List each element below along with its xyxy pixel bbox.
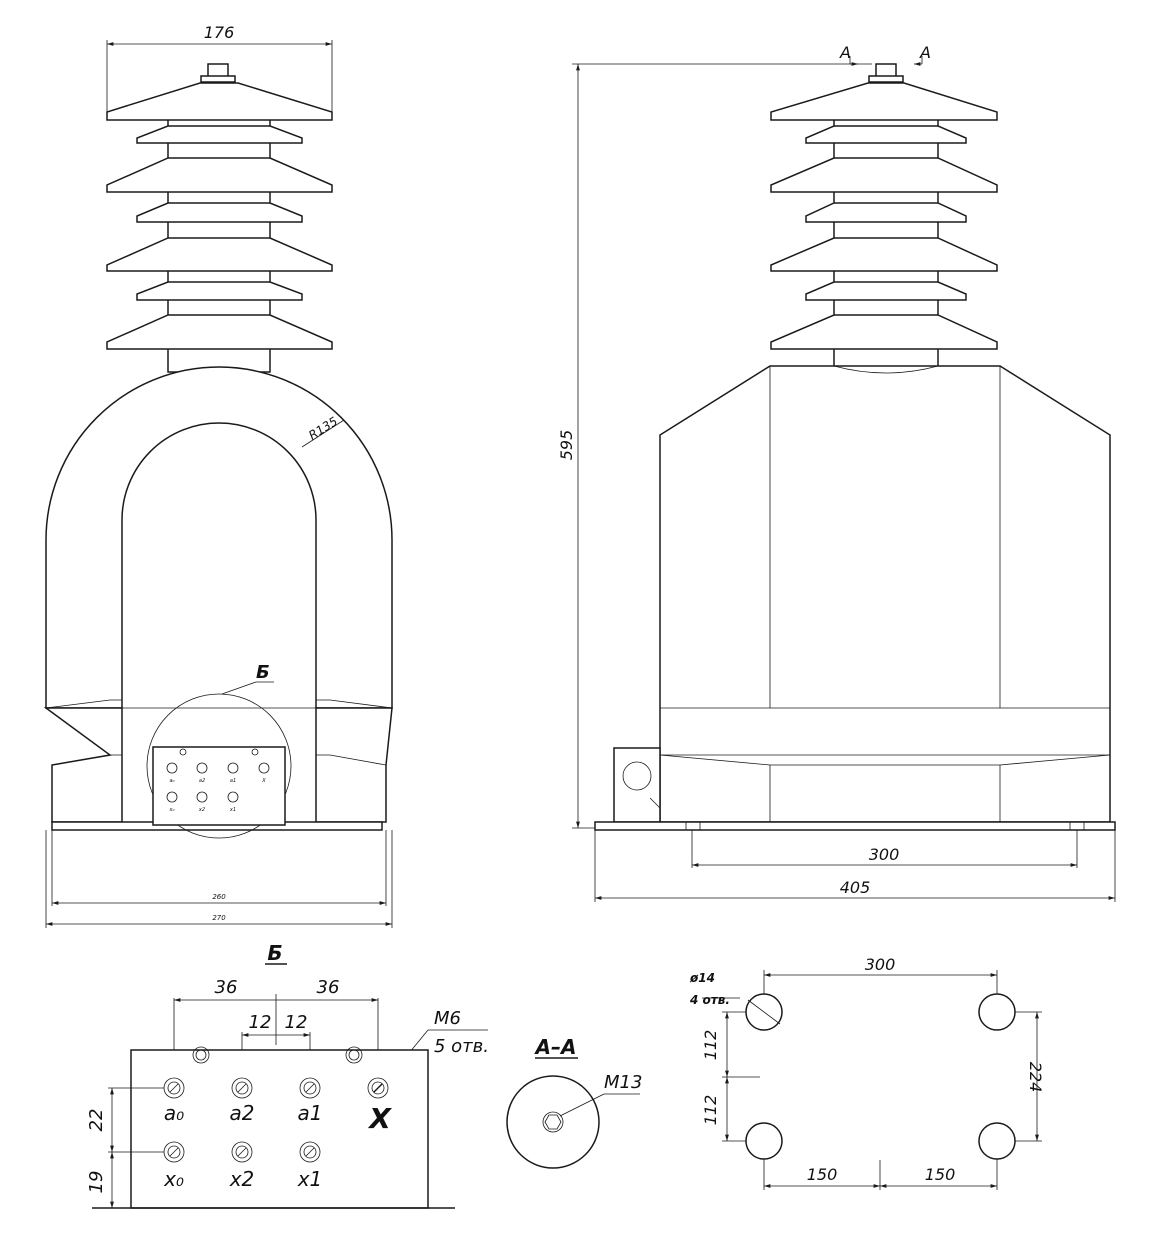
terminal-plate (130, 1049, 429, 1209)
base-plan: ø14 4 отв. 300 112 112 224 150 150 (689, 955, 1045, 1190)
front-terminal-label: x2 (198, 807, 205, 813)
dim-left-36: 36 (215, 977, 238, 998)
detail-marker: Б (256, 662, 270, 683)
shed-small-3 (136, 281, 303, 301)
dim-mount-spacing: 300 (869, 845, 900, 864)
side-shed-large-1 (770, 82, 998, 121)
side-base-plate (594, 821, 1116, 831)
terminal-a2: a2 (230, 1101, 255, 1125)
mount-hole (745, 1122, 783, 1160)
detail-terminals-bottom: x₀ x2 x1 (163, 1141, 323, 1191)
top-terminal-nut (200, 75, 236, 83)
terminal-x1: x1 (297, 1167, 323, 1191)
holes-label: 5 отв. (434, 1036, 489, 1057)
u-housing (45, 366, 393, 709)
lower-body (43, 707, 123, 823)
side-shed-large-2 (770, 157, 998, 193)
dim-base-length: 405 (840, 878, 871, 897)
thread-label: M6 (434, 1008, 461, 1029)
section-aa-circle (506, 1075, 600, 1169)
front-terminal-label: a1 (230, 778, 236, 784)
front-terminal-label: x1 (229, 807, 236, 813)
dim-vertical-22: 22 (86, 1109, 107, 1132)
detail-circle-b (146, 693, 292, 839)
detail-terminals-top: a₀ a2 a1 X (163, 1077, 392, 1135)
shed-large-3 (106, 237, 333, 272)
section-thread-label: M13 (604, 1072, 642, 1093)
dim-right-12: 12 (285, 1012, 308, 1033)
dim-vertical-224: 224 (1026, 1062, 1045, 1093)
terminal-box-front (152, 746, 286, 826)
section-aa: А–А M13 (506, 1035, 642, 1169)
side-shed-large-4 (770, 314, 998, 350)
side-shed-small-3 (805, 281, 967, 301)
lower-body-right (315, 707, 393, 823)
shed-large-4 (106, 314, 333, 350)
dim-vertical-112-bottom: 112 (701, 1095, 720, 1126)
dim-vertical-112-top: 112 (701, 1030, 720, 1061)
shed-large-1 (106, 82, 333, 121)
side-body (659, 365, 1111, 823)
dim-left-12: 12 (249, 1012, 272, 1033)
dim-top-width: 176 (204, 23, 235, 42)
dim-top-300: 300 (865, 955, 896, 974)
dim-vertical-19: 19 (86, 1171, 107, 1194)
section-aa-title: А–А (534, 1035, 577, 1059)
side-shed-large-3 (770, 237, 998, 272)
section-marker-right: A (919, 43, 931, 62)
terminal-x-upper: X (367, 1102, 392, 1135)
side-bracket (613, 747, 661, 823)
front-terminal-label: x₀ (169, 807, 175, 813)
front-view: 176 R135 Б (43, 23, 393, 928)
shed-large-2 (106, 157, 333, 193)
dim-base-inner: 260 (212, 893, 226, 901)
dim-bottom-150-left: 150 (807, 1165, 838, 1184)
terminal-x2: x2 (229, 1167, 255, 1191)
base-holes-label: 4 отв. (689, 993, 730, 1007)
side-view: A A 595 (557, 43, 1116, 902)
dim-base-outer: 270 (212, 914, 226, 922)
section-marker-left: A (839, 43, 851, 62)
mount-hole (978, 993, 1016, 1031)
front-terminal-label: a₀ (169, 778, 174, 784)
shed-small-1 (136, 125, 303, 144)
mount-hole (978, 1122, 1016, 1160)
terminal-x0: x₀ (163, 1167, 184, 1191)
terminal-a1: a1 (298, 1101, 323, 1125)
side-shed-small-1 (805, 125, 967, 144)
dim-right-36: 36 (317, 977, 340, 998)
front-terminal-label: X (261, 778, 266, 784)
dim-bottom-150-right: 150 (925, 1165, 956, 1184)
detail-b: Б 36 36 12 12 M6 5 отв. a₀ (86, 941, 489, 1209)
front-terminals: a₀ a2 a1 X x₀ x2 x1 (166, 762, 270, 813)
front-terminal-label: a2 (199, 778, 205, 784)
side-shed-small-2 (805, 202, 967, 223)
dim-hole-diameter: ø14 (689, 971, 715, 985)
dim-height: 595 (557, 430, 576, 461)
detail-b-title: Б (267, 941, 282, 965)
shed-small-2 (136, 202, 303, 223)
terminal-a0: a₀ (164, 1101, 184, 1125)
